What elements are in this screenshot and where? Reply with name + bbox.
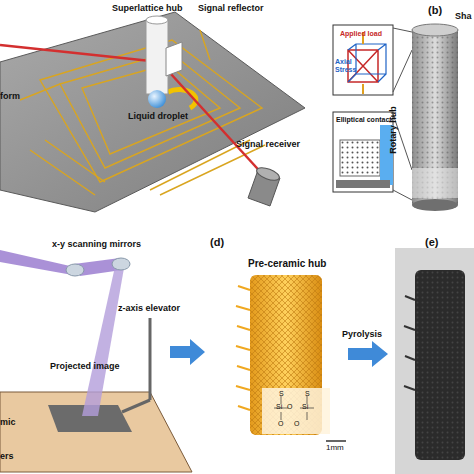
part-name: Rotary hub: [389, 106, 399, 154]
atom-label: Si: [302, 403, 308, 411]
stress-label: Axial Stress: [335, 58, 361, 73]
sensor-platform: [0, 12, 305, 212]
laser-beam: [0, 45, 160, 62]
rotary-hub: [412, 24, 458, 211]
process-label: Pyrolysis: [342, 330, 382, 340]
atom-label: S: [279, 390, 284, 398]
load-label: Applied load: [340, 30, 382, 38]
part-name: Liquid droplet: [128, 112, 188, 122]
z-elevator: [122, 318, 150, 412]
part-name: Signal reflector: [198, 4, 264, 14]
laser-path: [0, 250, 130, 416]
signal-receiver: [248, 165, 281, 206]
pre-ceramic-hub: [236, 275, 346, 441]
atom-label: O: [278, 420, 283, 428]
atom-label: Si: [276, 403, 282, 411]
part-name: Sha: [455, 12, 472, 22]
part-name: Superlattice hub: [112, 4, 183, 14]
contact-inset: [333, 112, 412, 200]
atom-label: O: [287, 403, 292, 411]
liquid-droplet: [148, 90, 166, 108]
part-name: z-axis elevator: [118, 304, 180, 314]
panel-letter: (d): [210, 236, 224, 248]
part-name: Elliptical contact: [336, 116, 392, 124]
process-arrow: [348, 341, 388, 367]
process-arrow: [170, 339, 205, 365]
scale-label: 1mm: [326, 444, 344, 453]
ceramic-hub-photo: [395, 248, 474, 474]
panel-title: Pre-ceramic hub: [248, 258, 326, 269]
part-name: form: [0, 92, 20, 102]
atom-label: O: [294, 420, 299, 428]
superlattice-hub: [146, 16, 182, 94]
lattice-inset: [333, 25, 412, 95]
part-name: x-y scanning mirrors: [52, 240, 141, 250]
part-name: Signal receiver: [236, 140, 300, 150]
atom-label: S: [305, 390, 310, 398]
part-name: ers: [0, 452, 14, 462]
panel-letter: (b): [428, 4, 442, 16]
part-name: mic: [0, 418, 16, 428]
panel-letter: (e): [425, 236, 438, 248]
part-name: Projected image: [50, 362, 120, 372]
